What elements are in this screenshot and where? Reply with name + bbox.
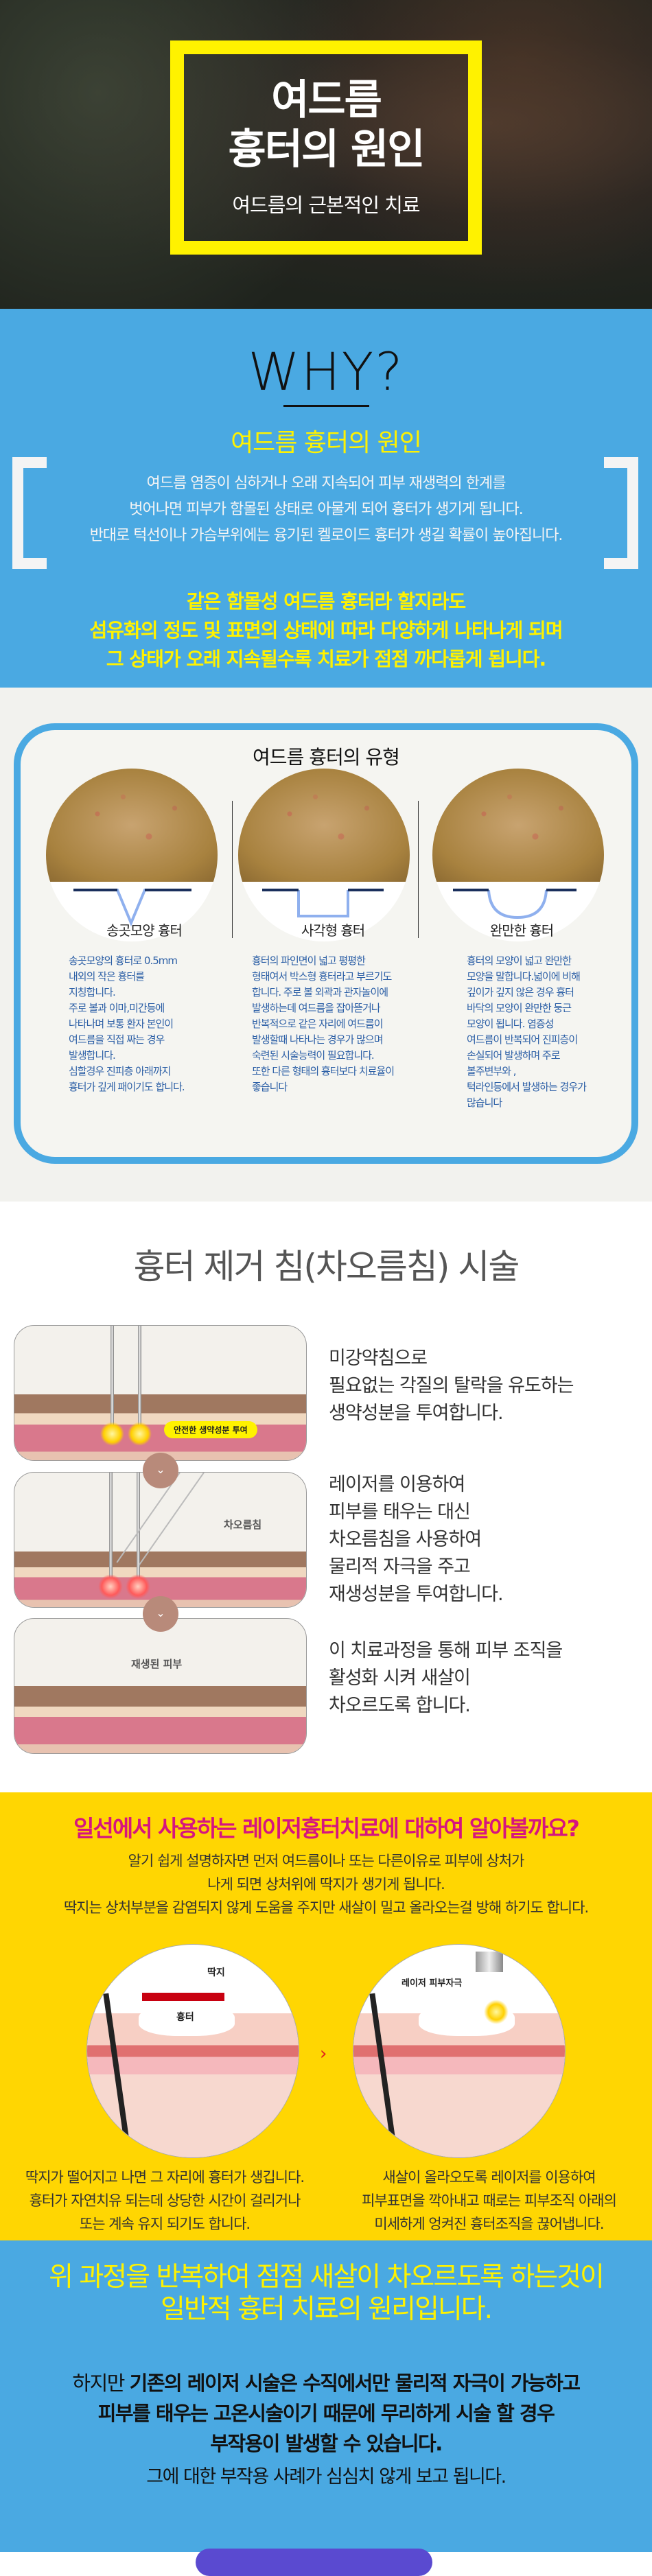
scab-scar-diagram: 딱지 흉터 xyxy=(86,1944,299,2158)
emphasis-line: 그 상태가 오래 지속될수록 치료가 점점 까다롭게 됩니다. xyxy=(106,648,546,670)
laser-title: 일선에서 사용하는 레이저흉터치료에 대하여 알아볼까요? xyxy=(73,1815,580,1842)
why-heading: WHY? xyxy=(248,341,404,402)
u-shape-scar-icon xyxy=(453,889,577,920)
hero-yellow-frame xyxy=(170,40,482,255)
scar-type-label: 송곳모양 흉터 xyxy=(106,922,183,939)
step1-illustration: 안전한 생약성분 투여 xyxy=(14,1325,307,1461)
procedure-title: 흉터 제거 침(차오름침) 시술 xyxy=(133,1247,520,1287)
laser-stimulation-diagram: 레이저 피부자극 xyxy=(353,1944,566,2158)
regenerated-skin-label: 재생된 피부 xyxy=(131,1658,183,1670)
divider xyxy=(232,801,233,938)
cta-button[interactable] xyxy=(196,2549,432,2576)
why-section: WHY? 여드름 흉터의 원인 여드름 염증이 심하거나 오래 지속되어 피부 … xyxy=(0,309,652,688)
laser-stimulation-label: 레이저 피부자극 xyxy=(401,1978,463,1989)
emphasis-line: 같은 함몰성 여드름 흉터라 할지라도 xyxy=(186,590,466,613)
hero-title-line1: 여드름 xyxy=(271,76,382,124)
step2-illustration: 차오름침 xyxy=(14,1472,307,1608)
boxcar-scar-image xyxy=(238,769,410,941)
warning-text: 하지만 기존의 레이저 시술은 수직에서만 물리적 자극이 가능하고 피부를 태… xyxy=(72,2372,581,2455)
paragraph-line: 벗어나면 피부가 함몰된 상태로 아물게 되어 흉터가 생기게 됩니다. xyxy=(129,501,523,518)
right-bracket xyxy=(604,457,638,569)
why-underline xyxy=(283,405,369,407)
laser-device-icon xyxy=(476,1952,503,1972)
hero-banner: 여드름 흉터의 원인 여드름의 근본적인 치료 xyxy=(0,0,652,309)
why-emphasis: 같은 함몰성 여드름 흉터라 할지라도 섬유화의 정도 및 표면의 상태에 따라… xyxy=(0,587,652,674)
paragraph-line: 여드름 염증이 심하거나 오래 지속되어 피부 재생력의 한계를 xyxy=(146,475,507,492)
v-shape-scar-icon xyxy=(73,889,191,927)
herbal-injection-badge: 안전한 생약성분 투여 xyxy=(164,1421,257,1438)
scab-shape xyxy=(142,1993,224,2001)
paragraph-line: 반대로 턱선이나 가슴부위에는 융기된 켈로이드 흉터가 생길 확률이 높아집니… xyxy=(89,527,563,544)
box-shape-scar-icon xyxy=(262,889,384,917)
scar-type-label: 완만한 흉터 xyxy=(489,922,554,939)
step3-illustration: 재생된 피부 xyxy=(14,1618,307,1754)
hero-title-line2: 흉터의 원인 xyxy=(228,126,426,174)
scar-types-title: 여드름 흉터의 유형 xyxy=(253,746,400,769)
left-bracket xyxy=(12,457,47,569)
why-paragraph: 여드름 염증이 심하거나 오래 지속되어 피부 재생력의 한계를 벗어나면 피부… xyxy=(0,471,652,549)
rolling-scar-image xyxy=(432,769,604,941)
side-effect-footer: 그에 대한 부작용 사례가 심심치 않게 보고 됩니다. xyxy=(146,2466,507,2487)
divider xyxy=(418,801,419,938)
emphasis-line: 섬유화의 정도 및 표면의 상태에 따라 다양하게 나타나게 되며 xyxy=(89,619,563,642)
scar-label: 흉터 xyxy=(176,2012,194,2023)
chevron-down-icon: ⌄ xyxy=(143,1453,178,1488)
ice-pick-scar-image xyxy=(46,769,218,941)
chaoreum-needle-label: 차오름침 xyxy=(224,1519,262,1531)
scar-type-label: 사각형 흉터 xyxy=(301,922,365,939)
hero-subtitle: 여드름의 근본적인 치료 xyxy=(232,194,420,217)
procedure-section: 흉터 제거 침(차오름침) 시술 안전한 생약성분 투여 차오름침 재생된 피부… xyxy=(0,1202,652,1792)
arrow-right-icon: › xyxy=(320,2044,327,2064)
laser-treatment-section: 일선에서 사용하는 레이저흉터치료에 대하여 알아볼까요? 알기 쉽게 설명하자… xyxy=(0,1792,652,2240)
left-caption: 딱지가 떨어지고 나면 그 자리에 흉터가 생깁니다.흉터가 자연치유 되는데 … xyxy=(25,2169,305,2232)
chevron-down-icon: ⌄ xyxy=(143,1596,178,1632)
scab-label: 딱지 xyxy=(207,1967,225,1978)
why-subheading: 여드름 흉터의 원인 xyxy=(231,429,422,457)
